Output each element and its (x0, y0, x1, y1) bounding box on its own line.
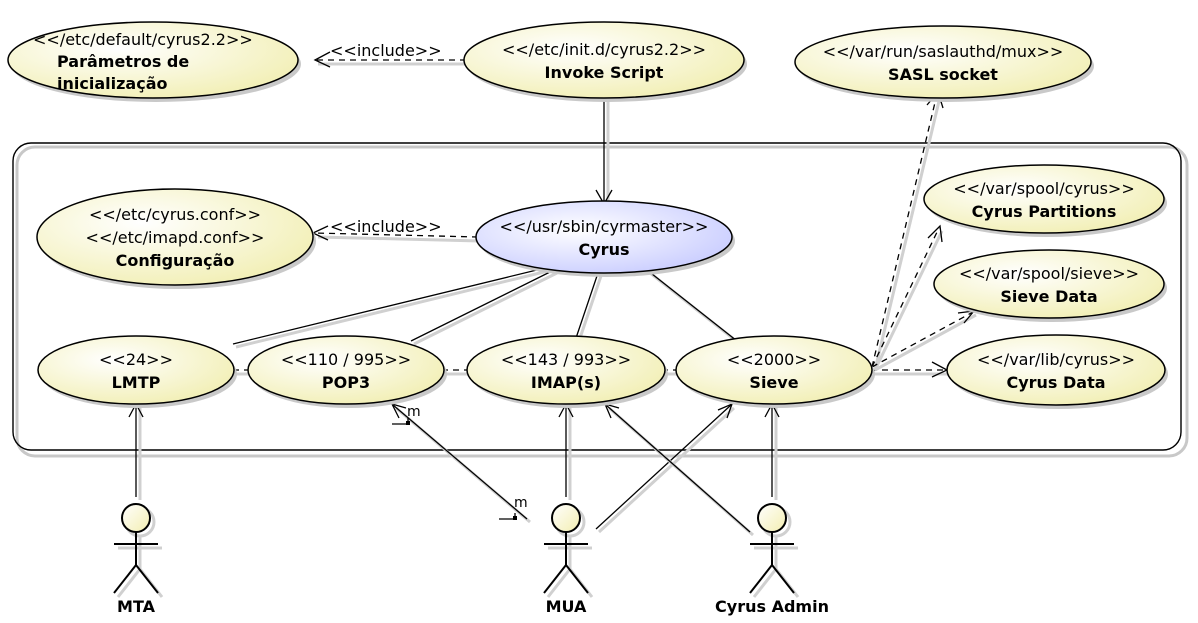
edges-sieve-to-storage (871, 90, 977, 372)
use-case-configuracao: <</etc/cyrus.conf>> <</etc/imapd.conf>> … (36, 188, 316, 289)
use-case-cyrus-partitions: <</var/spool/cyrus>> Cyrus Partitions (923, 164, 1167, 237)
actor-cyrus-admin: Cyrus Admin (715, 503, 829, 616)
use-case-sieve: <<2000>> Sieve (675, 335, 875, 408)
use-case-imap: <<143 / 993>> IMAP(s) (466, 335, 668, 408)
actor-mua-label: MUA (546, 597, 587, 616)
name-cyrus: Cyrus (579, 240, 630, 259)
name-default-params-line2: inicialização (57, 74, 167, 93)
edges: <<include>> <<include>> (128, 41, 977, 537)
stereotype-imapd-conf: <</etc/imapd.conf>> (86, 228, 265, 247)
system-boundary (12, 142, 1189, 458)
name-sieve-data: Sieve Data (1000, 287, 1097, 306)
stereotype-sasl-socket: <</var/run/saslauthd/mux>> (823, 42, 1064, 61)
actor-cyrus-admin-label: Cyrus Admin (715, 597, 829, 616)
name-lmtp: LMTP (112, 373, 161, 392)
name-cyrus-data: Cyrus Data (1006, 373, 1105, 392)
name-sasl-socket: SASL socket (888, 65, 998, 84)
multiplicities: m m (392, 404, 528, 520)
stereotype-cyrus-data: <</var/lib/cyrus>> (977, 350, 1135, 369)
include-edge-cyrus-to-config: <<include>> (311, 217, 481, 243)
edges-cyrus-to-protocols (232, 267, 741, 349)
stereotype-invoke-script: <</etc/init.d/cyrus2.2>> (502, 40, 706, 59)
stereotype-pop3: <<110 / 995>> (281, 350, 411, 369)
actor-mua: MUA (543, 503, 594, 616)
use-case-sieve-data: <</var/spool/sieve>> Sieve Data (933, 249, 1167, 322)
edge-invoke-to-cyrus (595, 97, 613, 206)
edges-actors (128, 402, 780, 537)
stereotype-cyrus-partitions: <</var/spool/cyrus>> (953, 179, 1134, 198)
actor-mta: MTA (113, 503, 164, 616)
use-case-cyrus: <</usr/sbin/cyrmaster>> Cyrus (475, 200, 735, 277)
use-case-sasl-socket: <</var/run/saslauthd/mux>> SASL socket (794, 25, 1094, 102)
multiplicity-pop3: m (407, 404, 421, 420)
use-case-pop3: <<110 / 995>> POP3 (247, 335, 447, 408)
name-imap: IMAP(s) (531, 373, 601, 392)
name-sieve: Sieve (749, 373, 798, 392)
stereotype-sieve: <<2000>> (727, 350, 821, 369)
use-case-cyrus-data: <</var/lib/cyrus>> Cyrus Data (946, 334, 1168, 409)
use-case-lmtp: <<24>> LMTP (37, 335, 237, 408)
name-configuracao: Configuração (116, 251, 235, 270)
use-case-default-params: <</etc/default/cyrus2.2>> Parâmetros de … (7, 21, 301, 102)
name-invoke-script: Invoke Script (545, 63, 664, 82)
stereotype-cyrus: <</usr/sbin/cyrmaster>> (500, 217, 709, 236)
use-case-invoke-script: <</etc/init.d/cyrus2.2>> Invoke Script (463, 21, 747, 102)
stereotype-sieve-data: <</var/spool/sieve>> (959, 264, 1139, 283)
include-label-1: <<include>> (330, 41, 442, 60)
stereotype-cyrus-conf: <</etc/cyrus.conf>> (89, 205, 261, 224)
name-cyrus-partitions: Cyrus Partitions (972, 202, 1117, 221)
name-pop3: POP3 (322, 373, 370, 392)
include-edge-invoke-to-params: <<include>> (313, 41, 468, 68)
actor-mta-label: MTA (117, 597, 156, 616)
stereotype-lmtp: <<24>> (99, 350, 173, 369)
include-label-2: <<include>> (330, 217, 442, 236)
multiplicity-mua: m (514, 495, 528, 511)
stereotype-default-params: <</etc/default/cyrus2.2>> (33, 30, 253, 49)
stereotype-imap: <<143 / 993>> (501, 350, 631, 369)
name-default-params-line1: Parâmetros de (57, 52, 189, 71)
